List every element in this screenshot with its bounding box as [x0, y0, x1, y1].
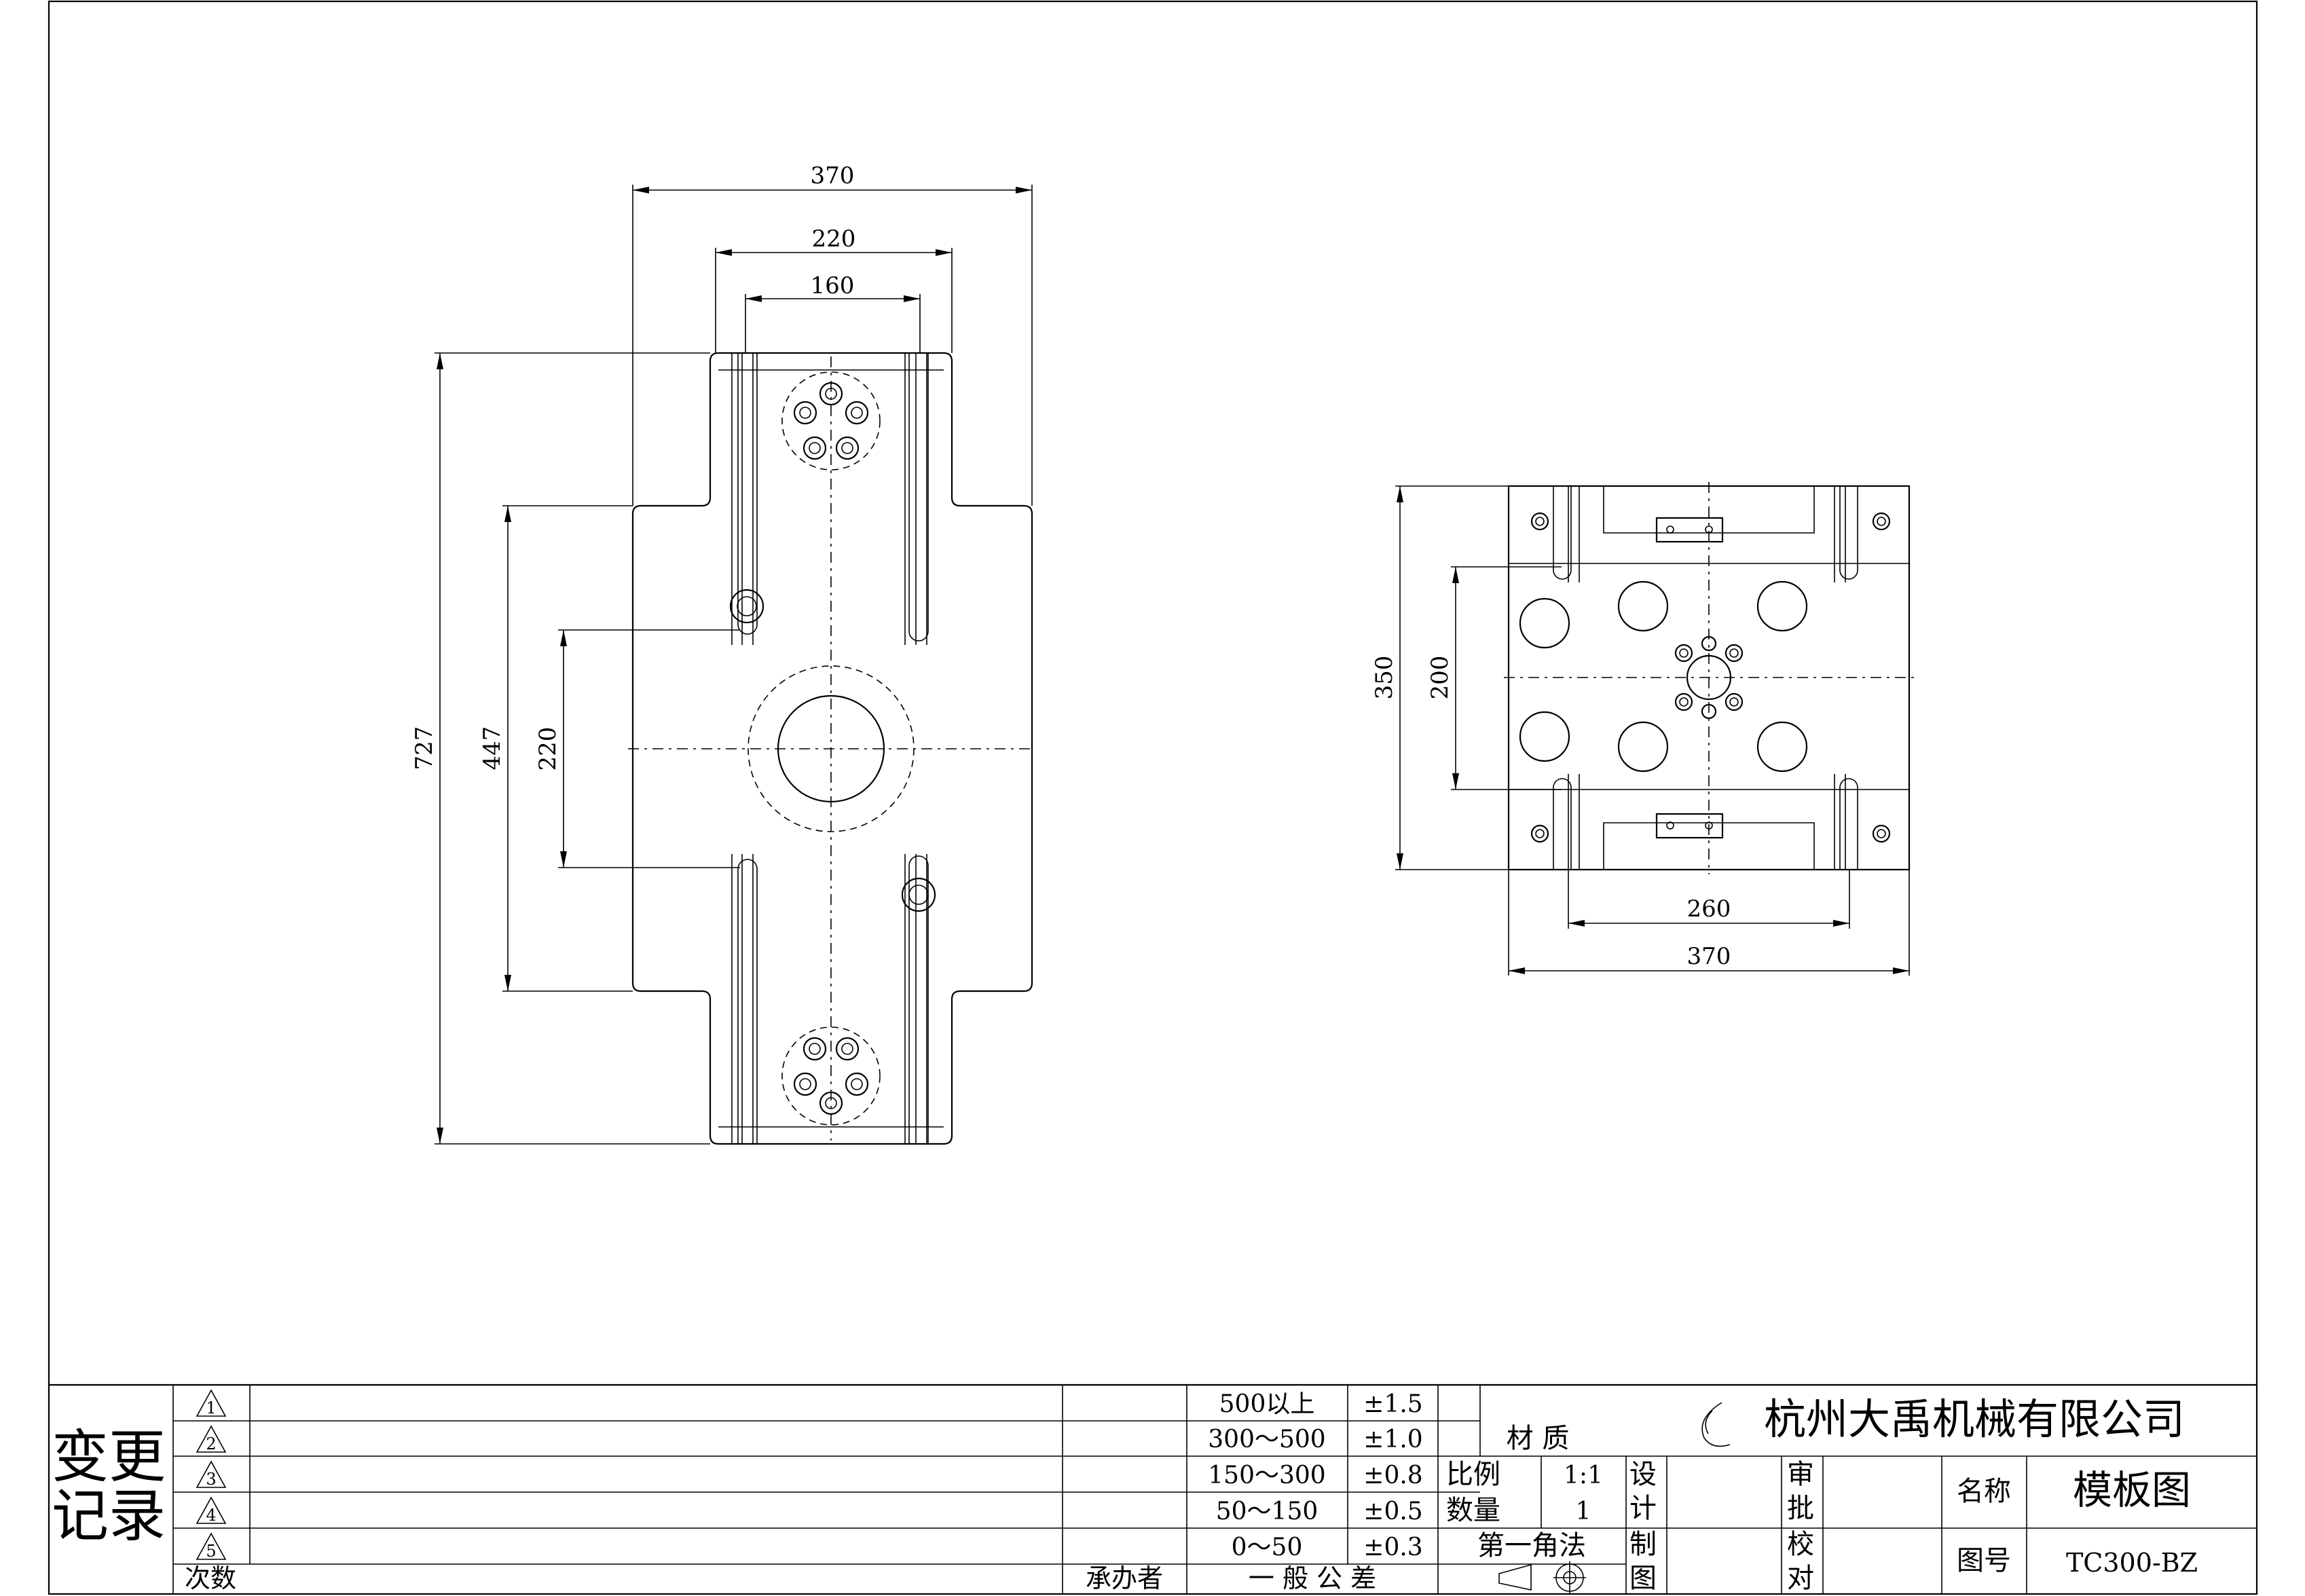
right-large-holes	[1519, 580, 1808, 773]
left-dim-447: 447	[479, 726, 506, 771]
revision-2: 2	[206, 1434, 216, 1453]
left-dim-370: 370	[811, 162, 855, 189]
right-slots	[1603, 486, 1815, 870]
company-name: 杭州大禹机械有限公司	[1764, 1394, 2185, 1444]
tol-range-2: 300～500	[1208, 1426, 1325, 1453]
draw-label-1: 制	[1629, 1529, 1657, 1560]
tol-range-3: 150～300	[1208, 1462, 1325, 1489]
drawing-no-value: TC300-BZ	[2066, 1548, 2198, 1578]
right-dimensions	[1395, 485, 1910, 976]
left-dimensions-horizontal	[632, 185, 1033, 506]
left-dim-727: 727	[411, 726, 438, 771]
left-view: 370 220 160 727 447 220	[411, 162, 1035, 1145]
sheet-border	[48, 0, 2258, 1595]
right-corner-holes	[1530, 512, 1891, 843]
left-dim-220-height: 220	[534, 727, 561, 771]
check-label-1: 校	[1787, 1529, 1814, 1560]
company-logo	[1701, 1402, 1731, 1447]
design-label-1: 设	[1629, 1459, 1657, 1490]
left-boss-upper	[729, 589, 764, 624]
design-label-2: 计	[1629, 1493, 1657, 1524]
review-label-1: 审	[1787, 1459, 1814, 1490]
right-tslots	[1553, 486, 1858, 870]
right-dim-350: 350	[1371, 656, 1398, 700]
right-dim-370: 370	[1687, 943, 1731, 970]
left-view-outline	[631, 352, 1033, 1145]
tol-range-4: 50～150	[1216, 1498, 1319, 1525]
handler-label: 承办者	[1086, 1563, 1163, 1593]
left-dim-160: 160	[811, 272, 855, 299]
draw-label-2: 图	[1629, 1563, 1657, 1594]
left-top-hole-pattern	[781, 371, 881, 470]
revision-1: 1	[206, 1398, 216, 1417]
left-tslots	[718, 353, 944, 1144]
change-record-line2: 记录	[52, 1483, 166, 1549]
review-label-2: 批	[1787, 1493, 1814, 1524]
quantity-value: 1	[1576, 1498, 1591, 1525]
projection-label: 第一角法	[1477, 1530, 1586, 1561]
general-tolerance-label: 一 般 公 差	[1249, 1563, 1376, 1593]
quantity-label: 数量	[1446, 1495, 1500, 1526]
name-value: 模板图	[2073, 1467, 2191, 1513]
left-boss-lower	[901, 877, 936, 912]
left-bottom-hole-pattern	[781, 1026, 881, 1126]
right-dim-260: 260	[1687, 895, 1731, 923]
name-label: 名称	[1957, 1476, 2011, 1507]
left-center-bore	[777, 694, 885, 803]
tol-value-3: ±0.8	[1363, 1462, 1422, 1489]
left-center-bore-hidden	[748, 665, 915, 832]
change-record-line1: 变更	[52, 1424, 166, 1490]
revision-markers: 1 2 3 4 5	[196, 1389, 227, 1561]
revision-count-label: 次数	[185, 1563, 236, 1593]
tol-value-2: ±1.0	[1363, 1426, 1422, 1453]
right-dim-200: 200	[1426, 656, 1454, 700]
tol-range-5: 0～50	[1232, 1534, 1303, 1561]
scale-value: 1:1	[1564, 1462, 1603, 1489]
title-block: 变更 记录 1 2 3 4 5 次数 承办者 500以上 ±1.5 300～50…	[49, 1384, 2257, 1594]
tol-value-1: ±1.5	[1363, 1390, 1422, 1418]
material-label: 材 质	[1507, 1423, 1570, 1454]
left-dim-220-width: 220	[812, 225, 856, 253]
drawing-no-label: 图号	[1957, 1545, 2011, 1576]
scale-label: 比例	[1446, 1459, 1500, 1490]
tol-value-5: ±0.3	[1363, 1534, 1422, 1561]
check-label-2: 对	[1787, 1563, 1814, 1594]
right-center-holes	[1674, 635, 1744, 720]
tol-value-4: ±0.5	[1363, 1498, 1422, 1525]
right-view: 350 200 260 370	[1371, 482, 1915, 976]
tol-range-1: 500以上	[1219, 1390, 1315, 1418]
revision-4: 4	[206, 1506, 216, 1525]
revision-5: 5	[206, 1542, 216, 1561]
revision-3: 3	[206, 1470, 216, 1489]
left-dimensions-vertical	[435, 352, 740, 1145]
first-angle-projection-icon	[1498, 1561, 1586, 1594]
